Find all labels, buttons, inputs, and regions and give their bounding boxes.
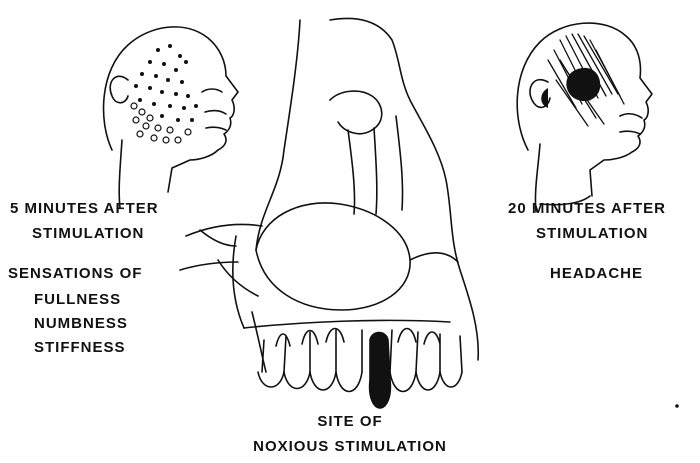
left-time-label-line1: 5 MINUTES AFTER xyxy=(10,200,159,217)
headache-label: HEADACHE xyxy=(550,265,643,282)
sensation-stiffness: STIFFNESS xyxy=(34,339,126,356)
stimulated-tooth-icon xyxy=(370,333,391,409)
numbness-circles xyxy=(131,103,191,143)
right-time-label-line1: 20 MINUTES AFTER xyxy=(508,200,666,217)
headache-dark-patch xyxy=(566,68,600,101)
sensations-title: SENSATIONS OF xyxy=(8,265,142,282)
head-profile-right-icon xyxy=(517,23,652,212)
fullness-dots xyxy=(134,44,198,122)
left-time-label-line2: STIMULATION xyxy=(32,225,144,242)
right-time-label-line2: STIMULATION xyxy=(536,225,648,242)
sensation-numbness: NUMBNESS xyxy=(34,315,128,332)
site-label-line1: SITE OF xyxy=(250,413,450,430)
site-label-line2: NOXIOUS STIMULATION xyxy=(200,438,500,455)
stray-dot xyxy=(675,404,679,408)
sensation-fullness: FULLNESS xyxy=(34,291,121,308)
head-profile-left-icon xyxy=(104,27,238,208)
